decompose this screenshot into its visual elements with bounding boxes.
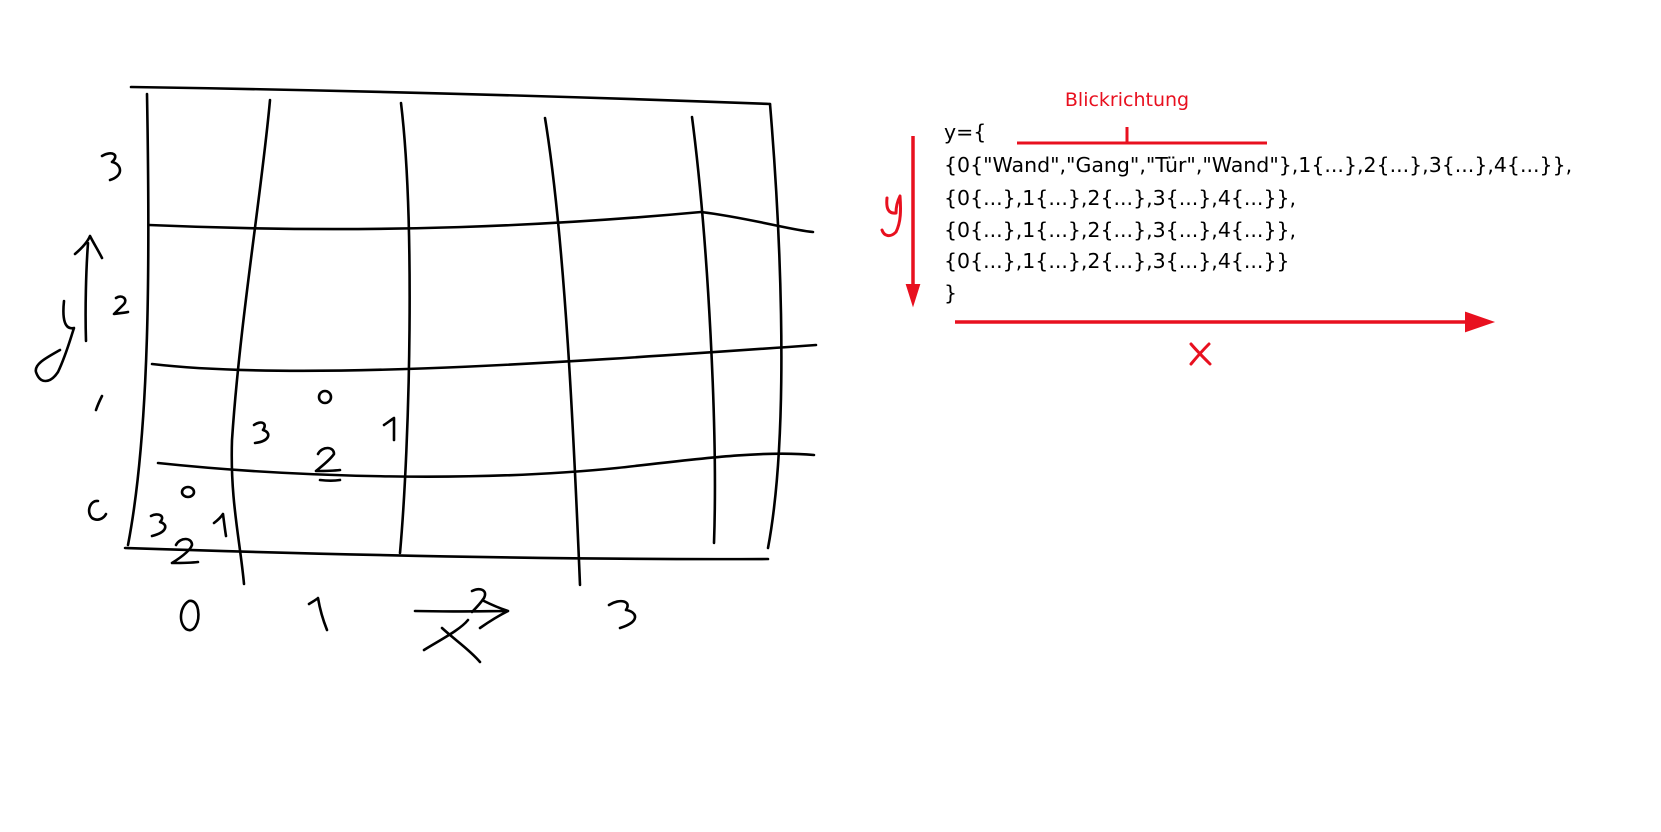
y-axis-arrow: [73, 234, 104, 343]
grid-bottom-edge: [123, 546, 770, 561]
cell-0-0-digit-2: [170, 537, 200, 565]
grid-sketch: [123, 85, 818, 587]
y-tick-3: [100, 152, 122, 182]
code-line-3: {0{...},1{...},2{...},3{...},4{...}},: [944, 186, 1296, 210]
x-tick-2: [470, 587, 487, 614]
x-axis-arrow: [413, 599, 510, 630]
x-arrow-head: [1465, 311, 1496, 333]
x-tick-0: [179, 599, 200, 632]
grid-vertical-line-1: [230, 98, 272, 586]
code-line-1: y={: [944, 120, 986, 144]
grid-horizontal-line-3: [147, 210, 815, 234]
code-line-5: {0{...},1{...},2{...},3{...},4{...}}: [944, 249, 1290, 273]
grid-horizontal-line-1: [156, 452, 816, 478]
y-arrow-head: [905, 284, 921, 308]
grid-right-edge: [766, 102, 783, 550]
x-axis-letter-x: [422, 618, 482, 664]
blickrichtung-label: Blickrichtung: [1065, 89, 1189, 111]
x-tick-1: [307, 596, 329, 632]
x-tick-labels: [179, 587, 637, 632]
sketch-x-axis: [413, 599, 510, 664]
y-axis-letter-y: [34, 299, 76, 383]
grid-horizontal-line-2: [150, 343, 818, 373]
y-tick-2: [112, 295, 130, 316]
cell-0-0-digit-1: [212, 512, 228, 538]
grid-vertical-line-3: [543, 116, 582, 587]
array-code-block: y={ {0{"Wand","Gang","Tür","Wand"},1{...…: [944, 120, 1572, 305]
cell-1-1-digit-2: [314, 446, 342, 483]
y-arrow-letter: [880, 194, 902, 238]
x-arrow-letter: [1189, 342, 1212, 366]
y-tick-0: [87, 499, 108, 521]
y-tick-labels: [87, 152, 130, 521]
grid-vertical-line-4: [690, 115, 717, 545]
cell-0-0-digit-0: [180, 485, 196, 499]
cell-1-1-digit-1: [382, 416, 396, 442]
grid-vertical-line-2: [398, 101, 411, 555]
code-line-4: {0{...},1{...},2{...},3{...},4{...}},: [944, 218, 1296, 242]
y-tick-1: [94, 394, 104, 412]
grid-left-edge: [126, 92, 150, 547]
sketch-y-axis: [34, 234, 104, 383]
cell-1-1-digit-3: [252, 421, 270, 445]
x-tick-3: [607, 599, 637, 630]
cell-1-1-digit-0: [317, 389, 333, 405]
cell-direction-digits: [149, 389, 396, 565]
cell-0-0-digit-3: [149, 513, 167, 538]
code-line-2: {0{"Wand","Gang","Tür","Wand"},1{...},2{…: [944, 153, 1572, 177]
code-line-6: }: [944, 281, 957, 305]
grid-top-edge: [129, 85, 772, 106]
red-annotations: Blickrichtung: [880, 89, 1496, 366]
